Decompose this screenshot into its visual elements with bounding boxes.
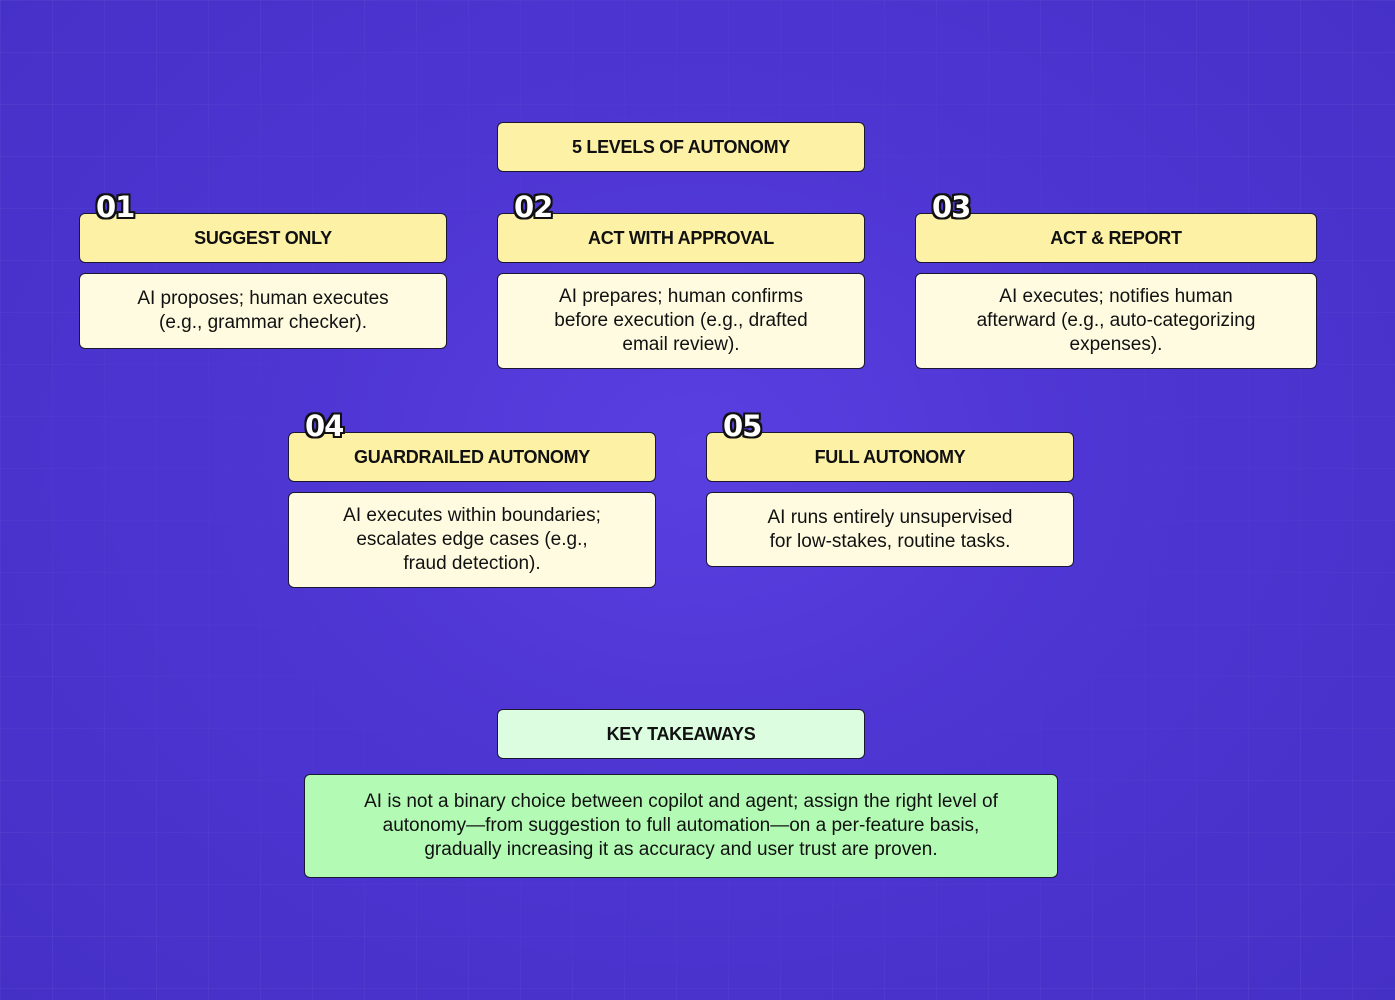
level-3-number: 03 bbox=[932, 190, 971, 224]
level-5-number: 05 bbox=[723, 409, 762, 443]
level-1-title: SUGGEST ONLY bbox=[79, 213, 447, 263]
main-title: 5 LEVELS OF AUTONOMY bbox=[497, 122, 865, 172]
level-2-description: AI prepares; human confirms before execu… bbox=[497, 273, 865, 369]
level-2-title: ACT WITH APPROVAL bbox=[497, 213, 865, 263]
level-4-description: AI executes within boundaries; escalates… bbox=[288, 492, 656, 588]
level-4-title: GUARDRAILED AUTONOMY bbox=[288, 432, 656, 482]
level-3-title: ACT & REPORT bbox=[915, 213, 1317, 263]
level-1-description: AI proposes; human executes (e.g., gramm… bbox=[79, 273, 447, 349]
level-3-description: AI executes; notifies human afterward (e… bbox=[915, 273, 1317, 369]
key-takeaways-title: KEY TAKEAWAYS bbox=[497, 709, 865, 759]
key-takeaways-text: AI is not a binary choice between copilo… bbox=[304, 774, 1058, 878]
level-1-number: 01 bbox=[96, 190, 135, 224]
level-5-description: AI runs entirely unsupervised for low-st… bbox=[706, 492, 1074, 567]
level-2-number: 02 bbox=[514, 190, 553, 224]
level-5-title: FULL AUTONOMY bbox=[706, 432, 1074, 482]
level-4-number: 04 bbox=[305, 409, 344, 443]
